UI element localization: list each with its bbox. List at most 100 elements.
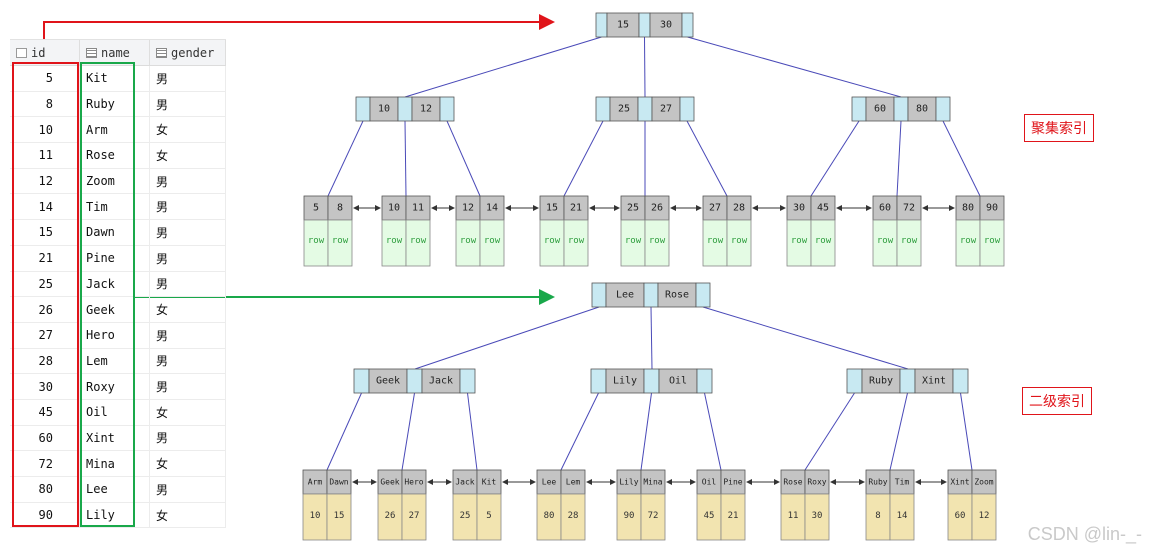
row-cell <box>955 219 981 267</box>
cell-id[interactable]: 27 <box>10 322 80 348</box>
cell-gender[interactable]: 男 <box>150 168 226 194</box>
pointer-cell <box>696 368 713 394</box>
column-header-gender[interactable]: gender <box>150 40 226 65</box>
column-header-id[interactable]: id <box>10 40 80 65</box>
secondary-root-edge <box>414 306 600 370</box>
cell-name[interactable]: Jack <box>80 271 150 297</box>
cell-name[interactable]: Xint <box>80 425 150 451</box>
cell-id[interactable]: 45 <box>10 399 80 425</box>
cell-name[interactable]: Tim <box>80 194 150 220</box>
cell-gender[interactable]: 男 <box>150 91 226 117</box>
cell-gender[interactable]: 男 <box>150 271 226 297</box>
cell-name[interactable]: Lee <box>80 477 150 502</box>
cell-name[interactable]: Dawn <box>80 220 150 245</box>
secondary-index-label: 二级索引 <box>1022 387 1092 415</box>
clustered-root-edge <box>404 36 602 98</box>
clustered-root-edge <box>644 36 646 98</box>
cell-id[interactable]: 80 <box>10 477 80 502</box>
cell-name[interactable]: Ruby <box>80 91 150 117</box>
cell-gender[interactable]: 女 <box>150 117 226 143</box>
cell-gender[interactable]: 男 <box>150 477 226 502</box>
leaf-key-label: 15 <box>546 203 558 214</box>
cell-gender[interactable]: 男 <box>150 66 226 91</box>
cell-id[interactable]: 21 <box>10 245 80 271</box>
pointer-cell <box>681 12 694 38</box>
cell-gender[interactable]: 女 <box>150 143 226 168</box>
pointer-cell <box>406 368 423 394</box>
cell-gender[interactable]: 女 <box>150 502 226 528</box>
cell-id[interactable]: 60 <box>10 425 80 451</box>
cell-name[interactable]: Lily <box>80 502 150 528</box>
cell-gender[interactable]: 男 <box>150 245 226 271</box>
cell-id[interactable]: 28 <box>10 348 80 374</box>
cell-id[interactable]: 90 <box>10 502 80 528</box>
secondary-edge <box>401 392 415 471</box>
cell-name[interactable]: Oil <box>80 399 150 425</box>
cell-gender[interactable]: 男 <box>150 348 226 374</box>
cell-gender[interactable]: 女 <box>150 297 226 322</box>
cell-name[interactable]: Arm <box>80 117 150 143</box>
cell-id[interactable]: 12 <box>10 168 80 194</box>
id-cell-label: 60 <box>955 511 966 521</box>
cell-id[interactable]: 72 <box>10 451 80 476</box>
cell-name[interactable]: Rose <box>80 143 150 168</box>
pointer-cell <box>952 368 969 394</box>
cell-name[interactable]: Pine <box>80 245 150 271</box>
cell-gender[interactable]: 男 <box>150 425 226 451</box>
key-cell <box>658 368 698 394</box>
cell-id[interactable]: 5 <box>10 66 80 91</box>
cell-id[interactable]: 26 <box>10 297 80 322</box>
cell-gender[interactable]: 女 <box>150 451 226 476</box>
cell-id[interactable]: 11 <box>10 143 80 168</box>
cell-id[interactable]: 10 <box>10 117 80 143</box>
cell-name[interactable]: Geek <box>80 297 150 322</box>
id-cell-label: 5 <box>486 511 491 521</box>
row-cell <box>327 219 353 267</box>
cell-id[interactable]: 14 <box>10 194 80 220</box>
row-cell-label: row <box>649 236 666 246</box>
row-cell-label: row <box>386 236 403 246</box>
cell-gender[interactable]: 女 <box>150 399 226 425</box>
cell-name[interactable]: Kit <box>80 66 150 91</box>
cell-gender[interactable]: 男 <box>150 194 226 220</box>
cell-name[interactable]: Mina <box>80 451 150 476</box>
cell-name[interactable]: Roxy <box>80 374 150 399</box>
cell-id[interactable]: 25 <box>10 271 80 297</box>
cell-id[interactable]: 15 <box>10 220 80 245</box>
cell-id[interactable]: 30 <box>10 374 80 399</box>
key-cell <box>606 12 640 38</box>
cell-gender[interactable]: 男 <box>150 374 226 399</box>
cell-name[interactable]: Hero <box>80 322 150 348</box>
key-label: 80 <box>916 104 928 115</box>
key-cell <box>649 12 683 38</box>
id-cell-label: 45 <box>704 511 715 521</box>
cell-name[interactable]: Lem <box>80 348 150 374</box>
column-header-name[interactable]: name <box>80 40 150 65</box>
cell-gender[interactable]: 男 <box>150 322 226 348</box>
cell-name[interactable]: Zoom <box>80 168 150 194</box>
leaf-key-label: 60 <box>879 203 891 214</box>
cell-id[interactable]: 8 <box>10 91 80 117</box>
cell-gender[interactable]: 男 <box>150 220 226 245</box>
